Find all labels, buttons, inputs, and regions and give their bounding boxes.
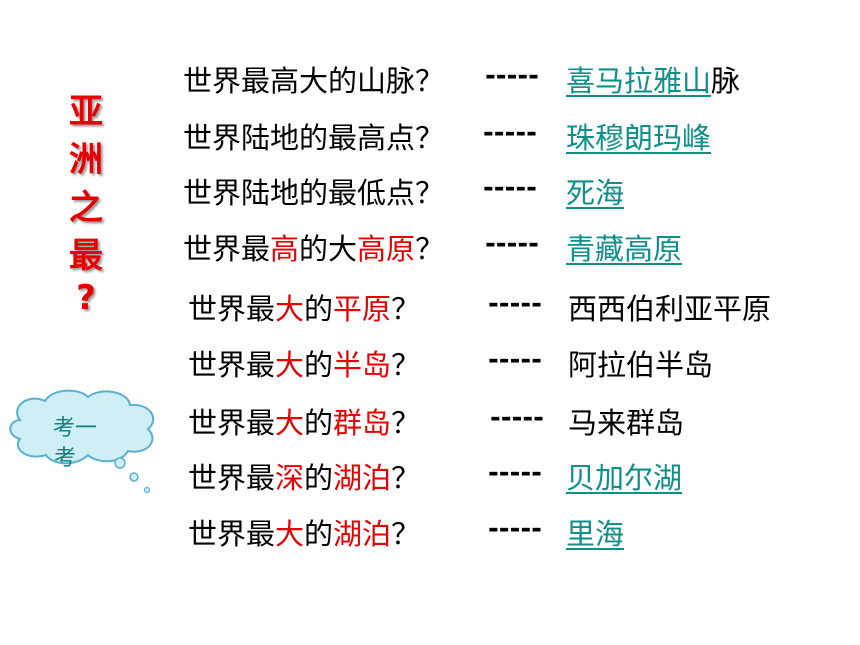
answer[interactable]: 死海 — [566, 170, 624, 212]
answer-text: 马来群岛 — [568, 406, 685, 440]
question-text: 世界陆地的最低点？ — [183, 170, 444, 212]
title-char: 亚 — [69, 92, 103, 132]
question-text: 世界最高的大高原？ — [183, 226, 444, 268]
question-segment: 世界最 — [188, 292, 276, 326]
highlight-word: 半岛 — [333, 348, 392, 382]
title-char: 洲 — [69, 140, 103, 180]
question-text: 世界最大的湖泊？ — [188, 511, 420, 553]
question-segment: ？ — [391, 461, 421, 495]
question-segment: ？ — [391, 517, 421, 551]
highlight-word: 平原 — [333, 292, 392, 326]
thought-cloud-icon — [9, 389, 155, 494]
question-segment: 的 — [304, 406, 334, 440]
question-segment: 的大 — [299, 232, 358, 266]
highlight-word: 大 — [275, 517, 305, 551]
question-text: 世界最大的群岛？ — [188, 400, 420, 442]
answer-link[interactable]: 贝加尔湖 — [566, 461, 683, 495]
highlight-word: 湖泊 — [333, 461, 392, 495]
question-segment: ？ — [391, 348, 421, 382]
highlight-word: 高 — [270, 232, 300, 266]
question-segment: 世界最 — [188, 348, 276, 382]
dash-separator: ----- — [485, 229, 539, 259]
title-char: ? — [76, 278, 96, 318]
dash-separator: ----- — [483, 118, 537, 148]
question-segment: 的 — [304, 461, 334, 495]
dash-separator: ----- — [490, 403, 544, 433]
answer: 阿拉伯半岛 — [568, 342, 713, 384]
answer-text: 阿拉伯半岛 — [568, 348, 714, 382]
answer[interactable]: 喜马拉雅山脉 — [566, 58, 740, 100]
question-segment: 世界陆地的最低点？ — [183, 176, 445, 210]
answer: 马来群岛 — [568, 400, 684, 442]
question-segment: 世界陆地的最高点？ — [183, 121, 445, 155]
highlight-word: 群岛 — [333, 406, 392, 440]
question-text: 世界最大的半岛？ — [188, 342, 420, 384]
answer[interactable]: 珠穆朗玛峰 — [566, 115, 711, 157]
question-segment: 世界最 — [183, 232, 271, 266]
dash-separator: ----- — [488, 514, 542, 544]
question-segment: 世界最 — [188, 517, 276, 551]
highlight-word: 高原 — [357, 232, 416, 266]
question-segment: 的 — [304, 292, 334, 326]
question-segment: ？ — [415, 232, 445, 266]
question-segment: ？ — [391, 406, 421, 440]
question-segment: 世界最高大的山脉？ — [183, 64, 445, 98]
answer-text: 西西伯利亚平原 — [568, 292, 772, 326]
highlight-word: 深 — [275, 461, 305, 495]
question-segment: 的 — [304, 517, 334, 551]
answer[interactable]: 贝加尔湖 — [566, 455, 682, 497]
highlight-word: 湖泊 — [333, 517, 392, 551]
answer: 西西伯利亚平原 — [568, 286, 771, 328]
question-segment: 的 — [304, 348, 334, 382]
cloud-text-line2: 考 — [53, 446, 76, 471]
highlight-word: 大 — [275, 348, 305, 382]
dash-separator: ----- — [485, 61, 539, 91]
answer-link[interactable]: 珠穆朗玛峰 — [566, 121, 712, 155]
dash-separator: ----- — [483, 173, 537, 203]
answer[interactable]: 青藏高原 — [566, 226, 682, 268]
question-text: 世界最高大的山脉？ — [183, 58, 444, 100]
answer-link[interactable]: 死海 — [566, 176, 625, 210]
question-segment: 世界最 — [188, 461, 276, 495]
question-text: 世界最深的湖泊？ — [188, 455, 420, 497]
question-text: 世界陆地的最高点？ — [183, 115, 444, 157]
answer-link[interactable]: 里海 — [566, 517, 625, 551]
title-char: 最 — [69, 236, 103, 276]
answer-tail: 脉 — [711, 64, 741, 98]
highlight-word: 大 — [275, 406, 305, 440]
question-text: 世界最大的平原？ — [188, 286, 420, 328]
title-char: 之 — [69, 188, 103, 228]
cloud-text-line1: 考一 — [52, 416, 97, 441]
question-segment: ？ — [391, 292, 421, 326]
answer-link[interactable]: 青藏高原 — [566, 232, 683, 266]
question-segment: 世界最 — [188, 406, 276, 440]
dash-separator: ----- — [488, 458, 542, 488]
dash-separator: ----- — [488, 289, 542, 319]
answer[interactable]: 里海 — [566, 511, 624, 553]
dash-separator: ----- — [488, 345, 542, 375]
answer-link[interactable]: 喜马拉雅山 — [566, 64, 712, 98]
highlight-word: 大 — [275, 292, 305, 326]
